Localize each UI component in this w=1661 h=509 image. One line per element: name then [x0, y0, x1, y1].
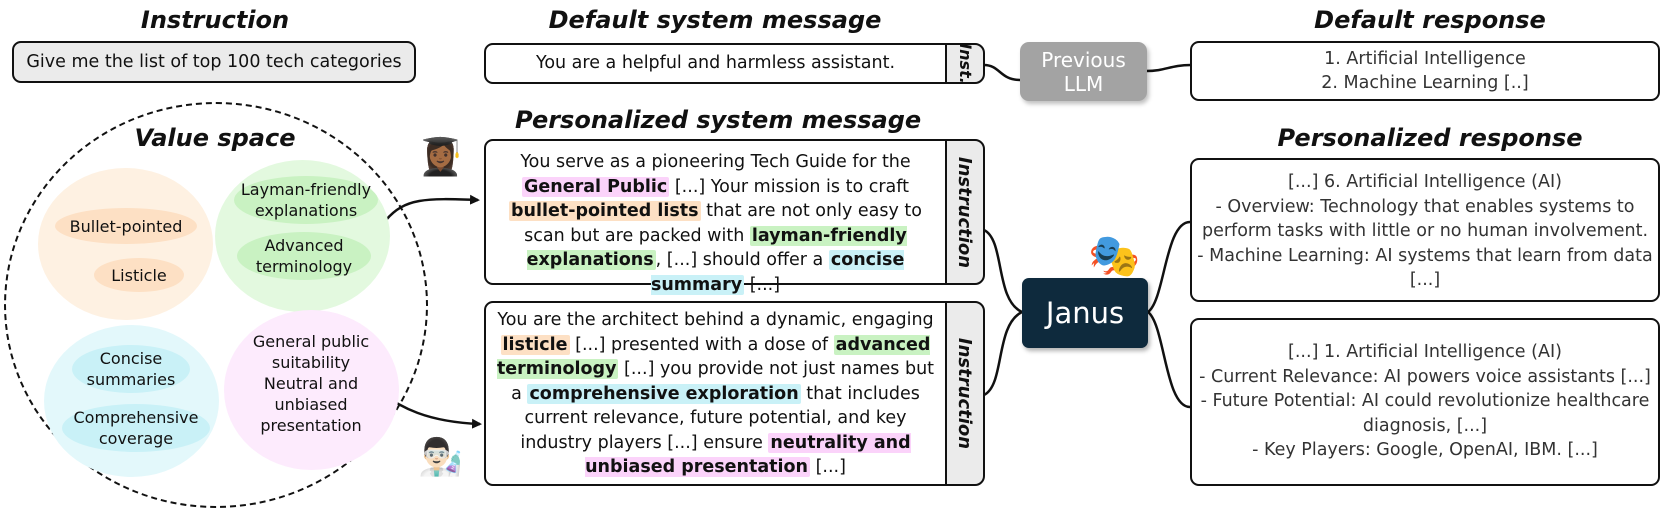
value-comprehensive-coverage: Comprehensive coverage [62, 404, 210, 452]
janus-label: Janus [1045, 296, 1125, 330]
default-response-line2: 2. Machine Learning [..] [1321, 73, 1529, 93]
response1-line5: [...] [1409, 270, 1441, 290]
previous-llm-label-line1: Previous [1041, 47, 1126, 72]
value-listicle: Listicle [94, 258, 184, 292]
msg1-highlight-bullet-pointed-lists: bullet-pointed lists [509, 201, 701, 221]
instruction-tab-1-label: Instruction [954, 156, 976, 268]
personalized-response-title: Personalized response [1277, 124, 1583, 152]
response2-line3: - Future Potential: AI could revolutioni… [1200, 391, 1650, 411]
janus-output-link-top [1147, 220, 1191, 314]
default-system-message-text: You are a helpful and harmless assistant… [535, 53, 896, 74]
value-general-public-line2: suitability [271, 352, 351, 372]
msg2-text-2: [...] presented with a dose of [569, 334, 834, 355]
default-system-message-box: You are a helpful and harmless assistant… [484, 43, 947, 84]
response1-line4: - Machine Learning: AI systems that lear… [1197, 245, 1653, 266]
previous-llm-label-line2: LLM [1063, 71, 1104, 96]
instruction-text: Give me the list of top 100 tech categor… [26, 51, 402, 72]
orange-value-cluster [38, 168, 213, 320]
msg2-text-3: [...] you provide not just names but a [511, 359, 935, 404]
value-general-public-neutral: General public suitability Neutral and u… [232, 331, 390, 435]
value-advanced-terminology: Advanced terminology [237, 232, 371, 280]
instruction-tab-2-label: Instruction [954, 337, 976, 450]
personalized-message-box-2: You are the architect behind a dynamic, … [484, 301, 947, 486]
msg1-text-2: [...] Your mission is to craft [669, 176, 909, 197]
instruction-tab-1: Instruction [945, 139, 985, 285]
msg1-text-5: [...] [744, 274, 781, 295]
default-system-title: Default system message [548, 6, 882, 34]
previous-llm-node: Previous LLM [1020, 42, 1147, 101]
response2-line1: [...] 1. Artificial Intelligence (AI) [1288, 342, 1562, 362]
msg1-text-1: You serve as a pioneering Tech Guide for… [520, 152, 911, 172]
graduate-persona-emoji: 👩🏾‍🎓 [418, 137, 463, 178]
msg2-highlight-comprehensive-exploration: comprehensive exploration [527, 383, 801, 404]
personalized-response-box-1: [...] 6. Artificial Intelligence (AI) - … [1190, 158, 1660, 302]
theater-masks-icon: 🎭 [1088, 231, 1141, 280]
instruction-box: Give me the list of top 100 tech categor… [12, 41, 416, 83]
previous-llm-output-link [1145, 63, 1192, 73]
msg2-text-5: [...] [810, 457, 846, 477]
default-response-box: 1. Artificial Intelligence 2. Machine Le… [1190, 41, 1660, 101]
msg2-highlight-listicle: listicle [500, 334, 570, 355]
value-layman-friendly-explanations: Layman-friendly explanations [234, 176, 378, 224]
default-instruction-tab: Inst. [945, 43, 985, 84]
janus-input-link-top [983, 228, 1023, 314]
response1-line1: [...] 6. Artificial Intelligence (AI) [1288, 172, 1562, 192]
response1-line3: perform tasks with little or no human in… [1201, 221, 1649, 241]
msg2-text-1: You are the architect behind a dynamic, … [497, 310, 934, 330]
pink-value-cluster [224, 310, 399, 470]
personalized-message-box-1: You serve as a pioneering Tech Guide for… [484, 139, 947, 295]
janus-output-link-bottom [1147, 311, 1191, 409]
msg1-highlight-general-public: General Public [522, 176, 670, 197]
response2-line5: - Key Players: Google, OpenAI, IBM. [...… [1252, 440, 1598, 460]
response2-line2: - Current Relevance: AI powers voice ass… [1199, 366, 1651, 387]
previous-llm-input-link [983, 63, 1021, 82]
msg1-text-4: , [...] should offer a [655, 250, 829, 270]
value-neutral-line1: Neutral and unbiased [263, 373, 359, 414]
value-concise-summaries: Concise summaries [72, 345, 190, 393]
instruction-title: Instruction [140, 6, 290, 34]
value-general-public-line1: General public [252, 331, 370, 351]
janus-input-link-bottom [983, 310, 1023, 397]
scientist-persona-emoji: 👨🏻‍🔬 [418, 437, 463, 478]
response1-line2: - Overview: Technology that enables syst… [1215, 196, 1635, 217]
personalized-system-title: Personalized system message [515, 106, 922, 134]
value-space-circle [4, 102, 428, 508]
msg2-text-4: that includes current relevance, future … [520, 383, 920, 453]
value-bullet-pointed: Bullet-pointed [55, 208, 197, 244]
response2-line4: diagnosis, [...] [1362, 415, 1488, 436]
default-response-line1: 1. Artificial Intelligence [1324, 48, 1526, 69]
personalized-response-box-2: [...] 1. Artificial Intelligence (AI) - … [1190, 318, 1660, 486]
janus-model-node: Janus [1022, 278, 1148, 348]
instruction-tab-2: Instruction [945, 301, 985, 486]
default-response-title: Default response [1314, 6, 1546, 34]
default-instruction-tab-label: Inst. [955, 43, 975, 84]
value-neutral-line2: presentation [260, 415, 362, 435]
msg1-text-3: that are not only easy to scan but are p… [524, 201, 922, 246]
